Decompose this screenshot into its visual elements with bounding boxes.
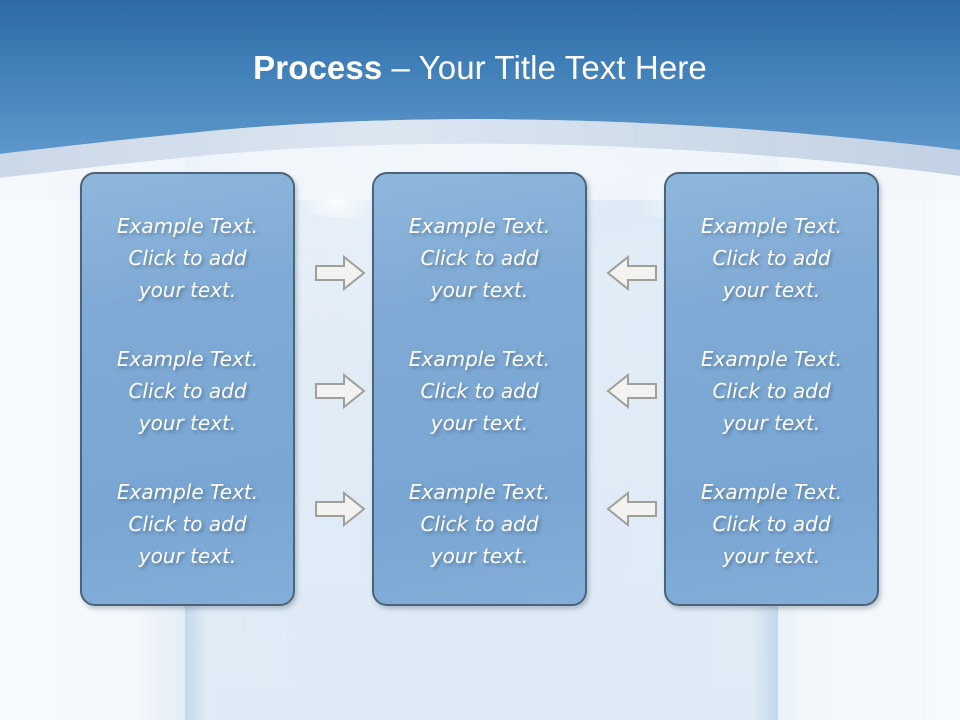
process-box-left[interactable]: Example Text. Click to add your text. Ex… bbox=[80, 172, 295, 606]
slide-title-rest: – Your Title Text Here bbox=[382, 49, 707, 86]
process-box-middle[interactable]: Example Text. Click to add your text. Ex… bbox=[372, 172, 587, 606]
process-text-middle-2[interactable]: Example Text. Click to add your text. bbox=[408, 347, 551, 435]
process-text-left-3[interactable]: Example Text. Click to add your text. bbox=[116, 480, 259, 568]
slide-title-bold: Process bbox=[253, 49, 383, 86]
arrow-left-icon[interactable] bbox=[606, 490, 658, 528]
header-banner bbox=[0, 0, 960, 200]
slide-title: Process – Your Title Text Here bbox=[0, 47, 960, 89]
process-text-right-1[interactable]: Example Text. Click to add your text. bbox=[700, 214, 843, 302]
process-text-middle-3[interactable]: Example Text. Click to add your text. bbox=[408, 480, 551, 568]
process-box-right[interactable]: Example Text. Click to add your text. Ex… bbox=[664, 172, 879, 606]
arrow-right-icon[interactable] bbox=[314, 254, 366, 292]
arrow-left-icon[interactable] bbox=[606, 372, 658, 410]
process-text-left-2[interactable]: Example Text. Click to add your text. bbox=[116, 347, 259, 435]
process-text-right-2[interactable]: Example Text. Click to add your text. bbox=[700, 347, 843, 435]
process-text-left-1[interactable]: Example Text. Click to add your text. bbox=[116, 214, 259, 302]
process-text-right-3[interactable]: Example Text. Click to add your text. bbox=[700, 480, 843, 568]
arrow-right-icon[interactable] bbox=[314, 372, 366, 410]
arrow-left-icon[interactable] bbox=[606, 254, 658, 292]
process-text-middle-1[interactable]: Example Text. Click to add your text. bbox=[408, 214, 551, 302]
arrow-right-icon[interactable] bbox=[314, 490, 366, 528]
